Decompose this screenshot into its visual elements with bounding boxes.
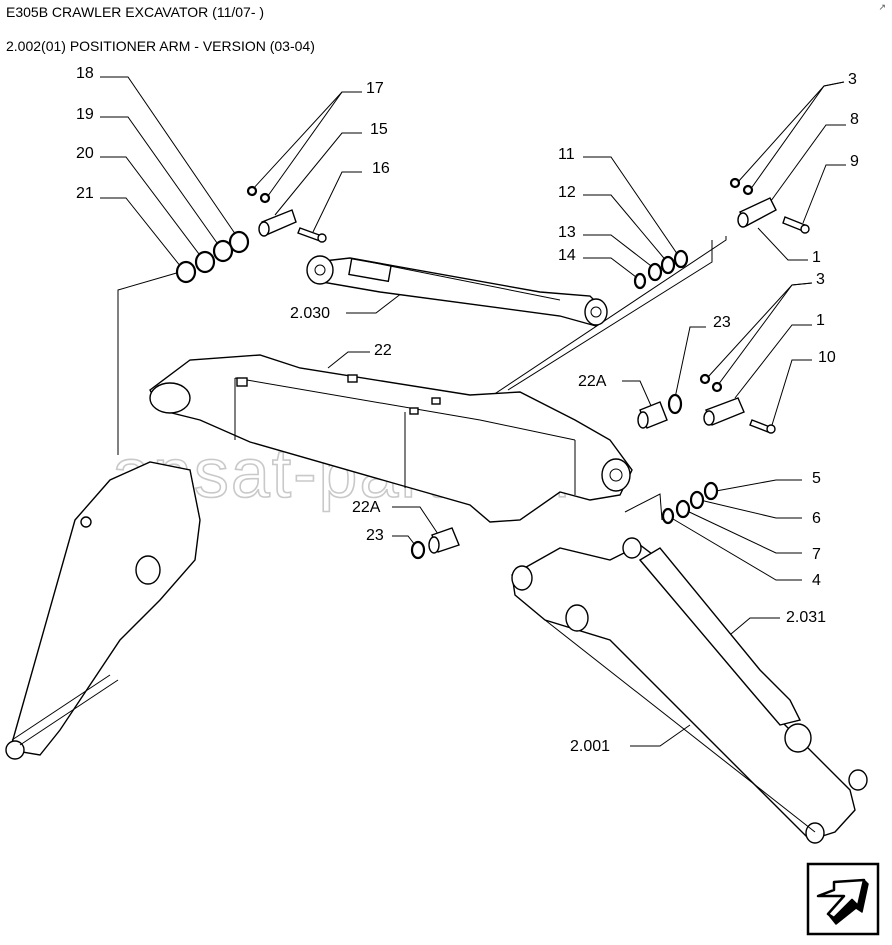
callout-13: 13	[558, 224, 576, 241]
callout-2-030: 2.030	[290, 305, 330, 322]
callout-22A-upper: 22A	[578, 373, 607, 390]
callout-3-top: 3	[848, 71, 857, 88]
next-page-button[interactable]	[806, 862, 880, 936]
parts-mid-right	[637, 373, 776, 434]
callout-16: 16	[372, 160, 390, 177]
callout-6: 6	[812, 510, 821, 527]
next-page-arrow-icon	[806, 862, 880, 936]
callout-2-001: 2.001	[570, 738, 610, 755]
callout-17: 17	[366, 80, 384, 97]
parts-3-8-9	[729, 177, 810, 234]
washers-18-21	[175, 230, 250, 284]
washers-4-7	[661, 481, 719, 525]
callout-2-031: 2.031	[786, 609, 826, 626]
cylinder-2-030	[306, 255, 608, 327]
callout-7: 7	[812, 546, 821, 563]
callout-23-lower: 23	[366, 527, 384, 544]
page-title: E305B CRAWLER EXCAVATOR (11/07- )	[6, 4, 265, 20]
callout-3-mid: 3	[816, 271, 825, 288]
callout-8: 8	[850, 111, 859, 128]
positioner-arm-22	[149, 354, 633, 523]
callout-18: 18	[76, 65, 94, 82]
parts-lower-22A-23	[410, 527, 460, 560]
callout-10: 10	[818, 349, 836, 366]
callout-11: 11	[558, 146, 575, 163]
callout-22A-lower: 22A	[352, 499, 381, 516]
callout-20: 20	[76, 145, 94, 162]
callout-14: 14	[558, 247, 576, 264]
washers-11-14	[633, 249, 689, 290]
callout-22: 22	[374, 342, 392, 359]
boom-2-001	[511, 537, 868, 844]
callout-19: 19	[76, 106, 94, 123]
callout-12: 12	[558, 184, 576, 201]
callout-21: 21	[76, 185, 94, 202]
callout-23-upper: 23	[713, 314, 731, 331]
callout-1-mid: 1	[816, 312, 825, 329]
boom-left	[5, 461, 201, 760]
callout-15: 15	[370, 121, 388, 138]
callout-labels: 18 19 20 21 17 15 16 11 12 13 14 3 8 9 1…	[76, 65, 859, 755]
callout-4: 4	[812, 572, 821, 589]
leader-lines	[100, 76, 846, 747]
callout-1-top: 1	[812, 249, 821, 266]
page-subtitle: 2.002(01) POSITIONER ARM - VERSION (03-0…	[6, 38, 315, 54]
corner-mark: ↗	[878, 2, 886, 12]
callout-9: 9	[850, 153, 859, 170]
parts-15-16-17	[246, 185, 327, 243]
callout-5: 5	[812, 470, 821, 487]
